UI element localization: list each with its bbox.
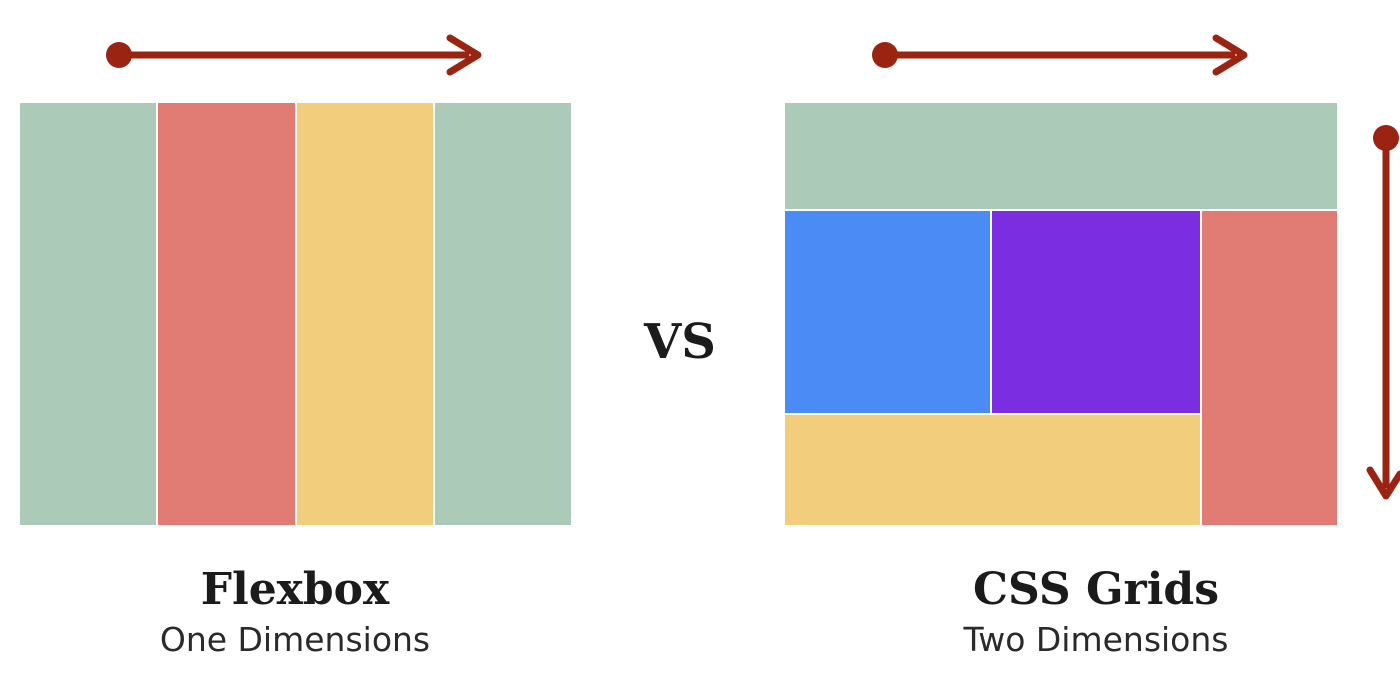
flex-column-4	[434, 103, 571, 525]
grid-cell-right-tall	[1202, 211, 1337, 525]
flex-column-3	[296, 103, 433, 525]
flexbox-layout-illustration	[20, 103, 571, 525]
grid-vertical-arrow-icon	[1366, 125, 1400, 500]
grid-cell-blue	[785, 211, 990, 413]
grid-horizontal-arrow-icon	[872, 34, 1248, 76]
grid-subtitle: Two Dimensions	[963, 620, 1229, 660]
flex-column-1	[20, 103, 157, 525]
vs-label: VS	[644, 314, 716, 370]
flexbox-horizontal-arrow-icon	[106, 34, 482, 76]
grid-cell-purple	[992, 211, 1200, 413]
grid-cell-bottom	[785, 415, 1200, 525]
grid-title: CSS Grids	[973, 564, 1219, 615]
flex-column-2	[158, 103, 295, 525]
grid-cell-top	[785, 103, 1337, 209]
grid-caption: CSS Grids Two Dimensions	[896, 564, 1296, 660]
flexbox-subtitle: One Dimensions	[159, 620, 431, 660]
flexbox-title: Flexbox	[200, 564, 390, 615]
css-grid-layout-illustration	[785, 103, 1337, 525]
flexbox-caption: Flexbox One Dimensions	[95, 564, 495, 660]
